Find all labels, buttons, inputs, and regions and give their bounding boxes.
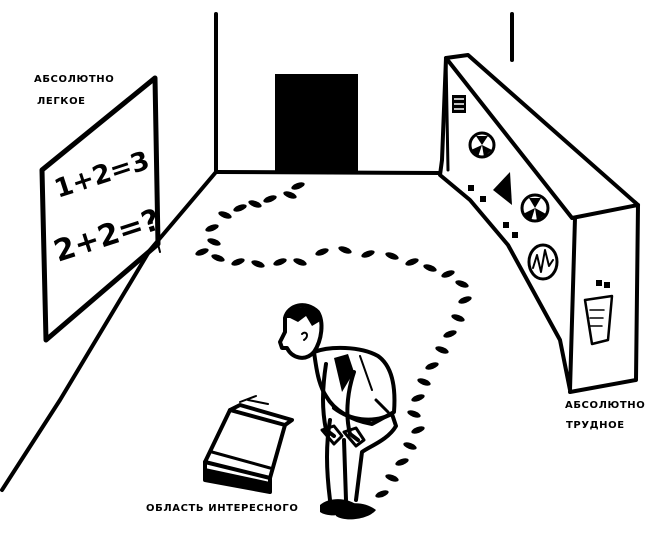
footprint [411,394,425,402]
footprint [291,182,305,190]
footprint [251,260,265,268]
arrow-icon [493,172,512,205]
label-hard-line2: ТРУДНОЕ [566,420,625,431]
doorway [275,74,358,174]
footprint [403,442,417,450]
footprint [435,346,449,354]
footprint [385,474,399,482]
footprint [211,254,225,262]
fan-icon [520,193,550,223]
scroll-icon [583,294,614,346]
person [278,303,398,520]
footprint [375,490,389,498]
footprint [263,195,277,203]
footprint [417,378,431,386]
blackboard [39,75,161,343]
footprint [218,211,232,219]
footprint [455,280,469,288]
footprint [248,200,262,208]
footprint [443,330,457,338]
footprint [233,204,247,212]
footprint [195,248,209,256]
footprint [425,362,439,370]
footprint [361,250,375,258]
footprint [458,296,472,304]
footprint [451,314,465,322]
footprint [315,248,329,256]
machine-cabinet [438,53,640,394]
footprint [395,458,409,466]
radiator-icon [452,95,466,113]
footprint [231,258,245,266]
footprint-trail [195,182,472,498]
footprint [283,191,297,199]
footprint [293,258,307,266]
footprint [205,224,219,232]
treasure-chest [203,395,294,494]
footprint [441,270,455,278]
fan-icon [468,131,496,159]
label-easy-line2: ЛЕГКОЕ [37,96,86,107]
small-dots [468,185,610,288]
footprint [411,426,425,434]
footprint [385,252,399,260]
footprint [405,258,419,266]
board-equation-1: 1+2=3 [51,146,153,205]
label-interest-area: ОБЛАСТЬ ИНТЕРЕСНОГО [146,503,298,514]
label-easy-line1: АБСОЛЮТНО [34,74,114,85]
footprint [273,258,287,266]
footprint [423,264,437,272]
footprint [338,246,352,254]
label-hard-line1: АБСОЛЮТНО [565,400,645,411]
oscilloscope-icon [527,243,559,281]
footprint [207,238,221,246]
board-equation-2: 2+2=? [50,203,165,270]
footprint [407,410,421,418]
